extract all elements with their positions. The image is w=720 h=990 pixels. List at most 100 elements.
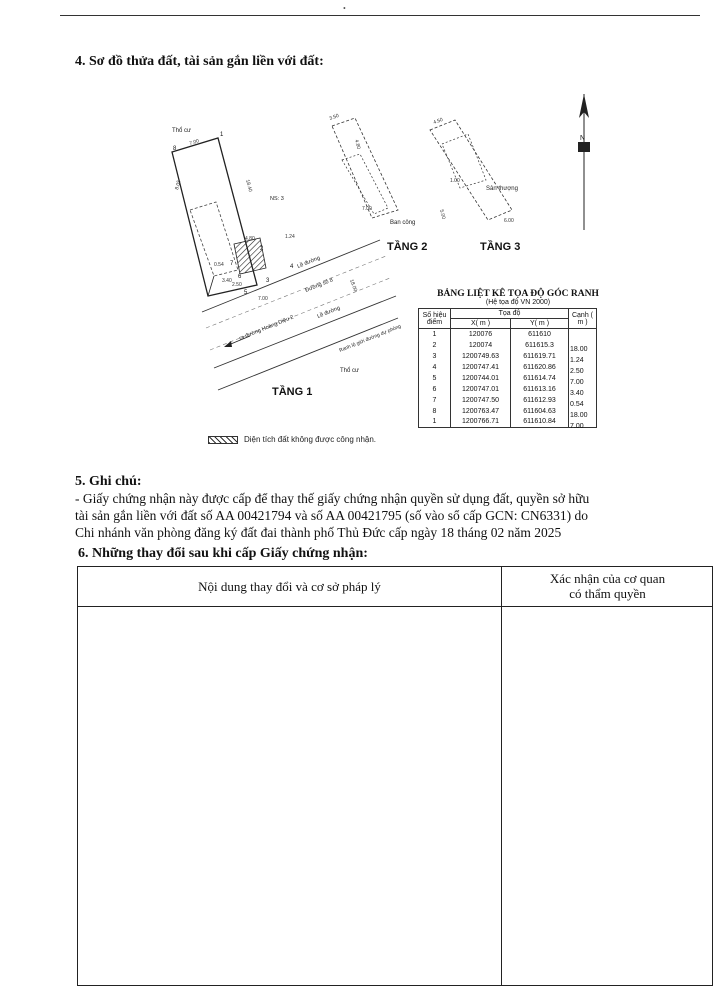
edge-value: 18.00 — [570, 346, 588, 353]
label-le-duong-1: Lề đường — [297, 255, 322, 270]
label-ban-cong: Ban công — [390, 220, 415, 226]
cell-edge — [568, 350, 597, 362]
hatch-swatch-icon — [208, 435, 238, 444]
coordinate-table-title: BẢNG LIỆT KÊ TỌA ĐỘ GÓC RANH — [437, 289, 599, 299]
point-1: 1 — [220, 132, 224, 138]
label-hoang-dieu: ra đường Hoàng Diệu 2 — [239, 315, 295, 342]
dim-n: 4.50 — [433, 117, 444, 126]
cell-y: 611614.74 — [510, 372, 569, 384]
changes-table-header — [78, 567, 712, 607]
cell-x: 1200747.01 — [450, 383, 511, 395]
cell-no: 2 — [418, 339, 451, 351]
cell-x: 1200749.63 — [450, 350, 511, 362]
dimension-labels: 7.00 8.05 18.40 1.24 4.80 0.54 3.40 2.50… — [174, 138, 358, 302]
dim-c: 18.40 — [244, 179, 253, 193]
dim-h: 2.50 — [232, 282, 242, 288]
edge-value: 3.40 — [570, 390, 584, 397]
label-tho-cu-bottom: Thổ cư — [340, 367, 359, 374]
dim-a: 7.00 — [189, 138, 200, 147]
dim-f: 0.54 — [214, 262, 224, 268]
header-authority-line-2: có thẩm quyền — [569, 586, 646, 601]
scan-mark: • — [343, 4, 346, 13]
dim-k: 3.50 — [329, 113, 340, 122]
dim-l: 7.00 — [362, 206, 372, 212]
cell-x: 1200766.71 — [450, 416, 511, 428]
point-7: 7 — [230, 261, 234, 267]
edge-value: 1.24 — [570, 357, 584, 364]
section-6-title: 6. Những thay đổi sau khi cấp Giấy chứng… — [78, 546, 368, 561]
label-ns: NS: 3 — [270, 196, 284, 202]
cell-x: 1200747.50 — [450, 394, 511, 406]
cell-x: 1200744.01 — [450, 372, 511, 384]
dim-o: 1.00 — [450, 178, 460, 184]
floor2-label: TẦNG 2 — [387, 240, 427, 253]
coordinate-table: Số hiệu điểm Tọa độ Cạnh ( m ) X( m ) Y(… — [418, 308, 597, 428]
cell-y: 611610.84 — [510, 416, 569, 428]
top-rule — [60, 15, 700, 16]
cell-y: 611613.16 — [510, 383, 569, 395]
th-x: X( m ) — [450, 318, 511, 329]
dim-q: 5.00 — [438, 209, 446, 220]
note-line-2: tài sản gắn liền với đất số AA 00421794 … — [75, 508, 588, 523]
point-labels: 8 1 2 3 4 5 6 7 — [173, 132, 294, 296]
compass-label: N — [580, 135, 585, 142]
cell-edge — [568, 416, 597, 428]
edge-value: 7.00 — [570, 423, 584, 430]
cell-y: 611620.86 — [510, 361, 569, 373]
cell-x: 1200747.41 — [450, 361, 511, 373]
coordinate-table-block: BẢNG LIỆT KÊ TỌA ĐỘ GÓC RANH (Hệ tọa độ … — [418, 289, 618, 428]
note-text: - Giấy chứng nhận này được cấp để thay t… — [75, 490, 675, 541]
cell-no: 1 — [418, 416, 451, 428]
edge-lengths: 18.00 1.24 2.50 7.00 3.40 0.54 18.00 7.0… — [570, 344, 588, 432]
cell-no: 4 — [418, 361, 451, 373]
dim-m: 4.80 — [353, 139, 361, 150]
parcel-diagram: Thổ cư Thổ cư Lề đường Đường số 8 Lề đườ… — [171, 94, 590, 398]
dim-i: 18.00 — [348, 279, 358, 293]
point-6: 6 — [238, 274, 242, 280]
edge-value: 7.00 — [570, 379, 584, 386]
label-tho-cu-top: Thổ cư — [172, 127, 191, 134]
dim-g: 3.40 — [222, 278, 232, 284]
cell-edge — [568, 339, 597, 351]
header-change-content: Nội dung thay đổi và cơ sở pháp lý — [198, 579, 381, 594]
cell-no: 6 — [418, 383, 451, 395]
th-y: Y( m ) — [510, 318, 569, 329]
cell-x: 120074 — [450, 339, 511, 351]
label-le-duong-2: Lề đường — [317, 305, 342, 320]
cell-edge — [568, 328, 597, 340]
legend-text: Diện tích đất không được công nhận. — [244, 435, 377, 444]
floor1-label: TẦNG 1 — [272, 385, 312, 398]
point-5: 5 — [244, 290, 248, 296]
legend: Diện tích đất không được công nhận. — [208, 435, 376, 444]
cell-y: 611610 — [510, 328, 569, 340]
point-4: 4 — [290, 264, 294, 270]
floor2-plan — [331, 117, 399, 219]
note-line-3: Chi nhánh văn phòng đăng ký đất đai thàn… — [75, 525, 562, 540]
floor3-label: TẦNG 3 — [480, 240, 520, 253]
point-2: 2 — [260, 246, 264, 252]
label-ranh: Ranh lộ giới đường dự phòng — [339, 323, 403, 353]
dim-j: 7.00 — [258, 296, 268, 302]
column-divider — [501, 567, 502, 985]
th-point-no: Số hiệu điểm — [418, 308, 451, 329]
point-3: 3 — [266, 278, 270, 284]
coordinate-table-subtitle: (Hệ tọa độ VN 2000) — [485, 299, 551, 306]
th-edge: Cạnh ( m ) — [568, 308, 597, 329]
section-5-title: 5. Ghi chú: — [75, 474, 142, 489]
north-arrow-icon: N — [578, 94, 590, 230]
dim-d: 1.24 — [285, 234, 295, 240]
section-4-title: 4. Sơ đồ thửa đất, tài sản gắn liền với … — [75, 54, 324, 69]
cell-no: 8 — [418, 405, 451, 417]
note-line-1: - Giấy chứng nhận này được cấp để thay t… — [75, 491, 590, 506]
cell-edge — [568, 361, 597, 373]
floor1-plan — [171, 137, 399, 391]
dim-p: 6.00 — [504, 218, 514, 224]
cell-y: 611604.63 — [510, 405, 569, 417]
cell-no: 5 — [418, 372, 451, 384]
